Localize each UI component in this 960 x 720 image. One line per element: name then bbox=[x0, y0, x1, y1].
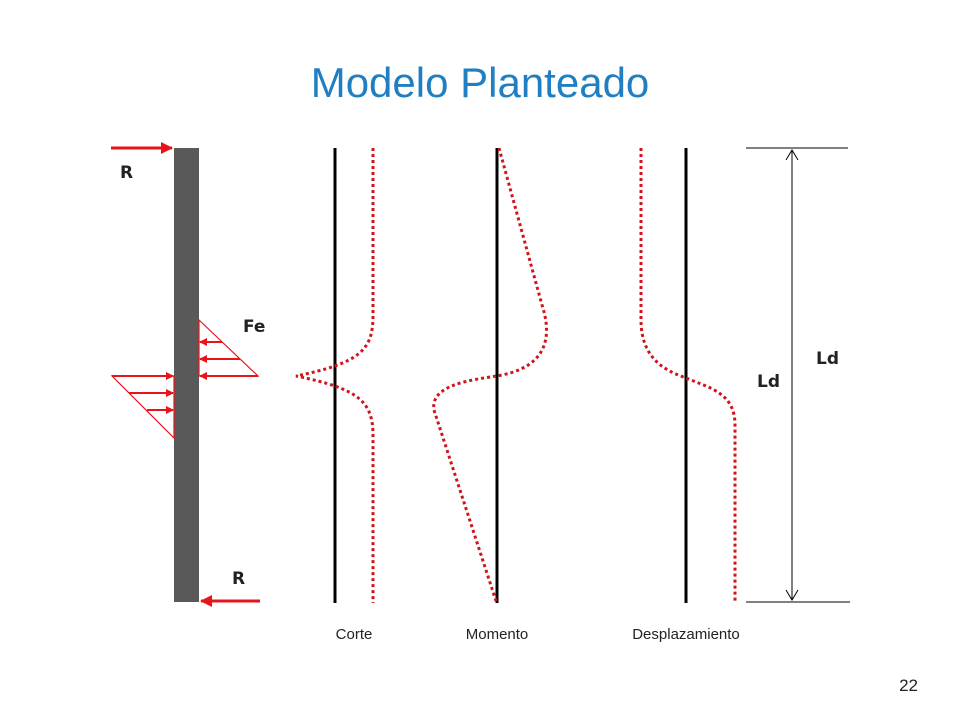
page-number: 22 bbox=[899, 676, 918, 695]
caption-displacement: Desplazamiento bbox=[632, 626, 740, 643]
length-label-inner: Ld bbox=[757, 372, 780, 392]
moment-curve bbox=[432, 147, 549, 602]
dimension-arrowhead-bottom bbox=[785, 589, 799, 601]
length-label-outer: Ld bbox=[816, 349, 839, 369]
top-reaction-label: R bbox=[120, 163, 133, 183]
pile bbox=[174, 148, 199, 602]
caption-moment: Momento bbox=[466, 626, 529, 643]
caption-shear: Corte bbox=[336, 626, 373, 643]
shear-curve bbox=[295, 148, 375, 603]
bottom-reaction-label: R bbox=[232, 569, 245, 589]
dimension-arrowhead-top bbox=[785, 149, 799, 161]
slide-title: Modelo Planteado bbox=[310, 59, 650, 106]
earth-force-label: Fe bbox=[243, 317, 265, 337]
earth-pressure-right bbox=[198, 318, 260, 380]
earth-pressure-left bbox=[110, 372, 175, 440]
displacement-curve bbox=[639, 148, 737, 603]
